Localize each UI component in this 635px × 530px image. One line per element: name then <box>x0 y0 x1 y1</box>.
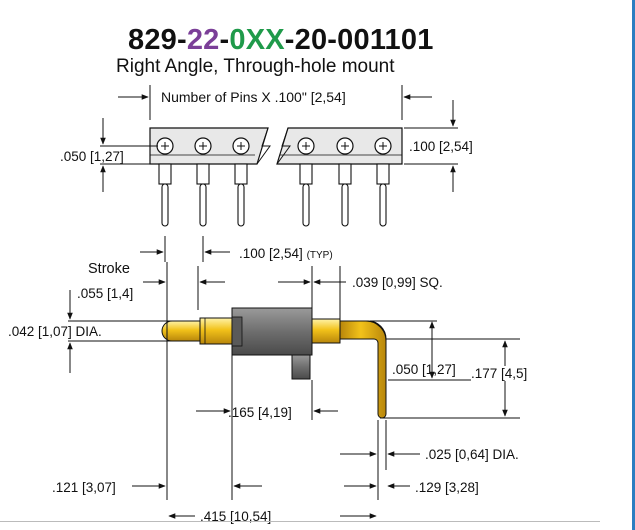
right-accent-border <box>632 0 635 530</box>
label-025-dia: .025 [0,64] DIA. <box>425 447 519 462</box>
gold-contact-pin <box>161 317 233 345</box>
dim-042-dia <box>67 290 172 373</box>
label-042-dia: .042 [1,07] DIA. <box>8 324 102 339</box>
label-stroke: Stroke <box>88 261 130 277</box>
label-121: .121 [3,07] <box>52 480 116 495</box>
dim-050-height <box>100 118 158 192</box>
label-177: .177 [4,5] <box>471 366 528 381</box>
label-415: .415 [10,54] <box>200 509 272 524</box>
label-165: .165 [4,19] <box>228 405 292 420</box>
label-num-pins: Number of Pins X .100" [2,54] <box>161 89 346 105</box>
dim-039-sq <box>278 266 346 320</box>
subtitle: Right Angle, Through-hole mount <box>116 56 395 77</box>
dim-165 <box>196 355 338 500</box>
part-number-seg-1: 829- <box>128 24 187 56</box>
label-pitch: .100 [2,54] (TYP) <box>239 246 333 263</box>
label-pitch-value: .100 [2,54] <box>239 246 303 261</box>
label-050-vertical: .050 [1,27] <box>392 362 456 377</box>
label-050-height: .050 [1,27] <box>60 149 124 164</box>
dim-025-dia <box>340 420 420 500</box>
part-number-title: 829-22-0XX-20-001101 <box>128 24 434 57</box>
label-typ: (TYP) <box>306 250 333 261</box>
label-stroke-value: .055 [1,4] <box>77 286 134 301</box>
pin-tails-top-view <box>158 163 390 227</box>
label-129: .129 [3,28] <box>415 480 479 495</box>
gold-tail-pin <box>311 318 387 419</box>
label-100-height: .100 [2,54] <box>409 139 473 154</box>
pin-hole-crosses <box>161 142 387 150</box>
bottom-divider <box>0 521 600 522</box>
part-number-seg-2: 22 <box>186 24 220 56</box>
dim-stroke <box>143 262 225 500</box>
part-number-seg-5: -20-001101 <box>284 24 434 56</box>
part-number-seg-4: 0XX <box>229 24 285 56</box>
label-039-sq: .039 [0,99] SQ. <box>352 275 443 290</box>
header-strip-top-view <box>149 127 403 165</box>
insulator-body <box>231 307 313 380</box>
dim-pitch <box>140 236 230 262</box>
dim-100-height <box>404 100 458 192</box>
num-pins-dimension <box>118 85 432 120</box>
part-number-seg-3: - <box>219 24 230 56</box>
